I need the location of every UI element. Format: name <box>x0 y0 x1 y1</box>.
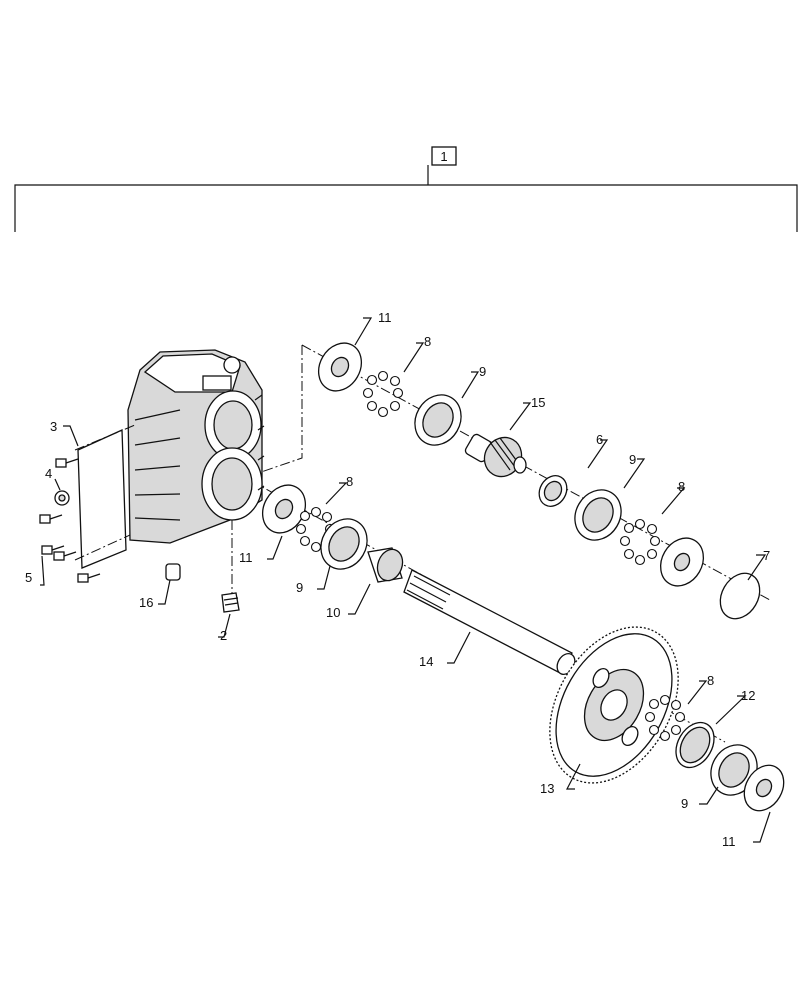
shim-11-upper <box>317 342 363 392</box>
bearing-balls-8-mid <box>619 518 661 566</box>
callout-4: 4 <box>45 466 52 481</box>
pinion-gear-15 <box>464 433 527 478</box>
gearbox-housing <box>127 349 265 544</box>
callout-13: 13 <box>540 781 554 796</box>
bearing-cup-9-upper <box>414 394 462 446</box>
cap-7 <box>719 572 761 620</box>
callout-9-lower: 9 <box>296 580 303 595</box>
callout-14: 14 <box>419 654 433 669</box>
callout-8-bottom: 8 <box>707 673 714 688</box>
shim-11-right <box>659 537 705 587</box>
callout-15: 15 <box>531 395 545 410</box>
ring-12 <box>675 721 715 769</box>
cover-bolts <box>39 458 101 583</box>
shim-11-bottom <box>743 764 785 812</box>
callout-8-upper: 8 <box>424 334 431 349</box>
leader-lines <box>40 317 771 843</box>
callout-2: 2 <box>220 628 227 643</box>
callout-11-lower: 11 <box>239 550 253 565</box>
assembly-bracket: 1 <box>14 146 798 232</box>
bearing-balls-8-bottom <box>644 694 686 742</box>
bearing-balls-8-upper <box>362 370 404 418</box>
gear-13 <box>549 626 679 784</box>
sleeve-10 <box>367 547 404 583</box>
callout-9-bottom: 9 <box>681 796 688 811</box>
bearing-cup-9-mid <box>574 489 622 541</box>
bearing-cup-9-bottom <box>710 744 758 796</box>
callout-labels: 2 3 4 5 6 7 8 8 8 8 9 9 9 9 10 11 11 11 … <box>25 310 770 849</box>
cover-plate <box>74 424 136 569</box>
bushing-6 <box>538 475 568 507</box>
callout-5: 5 <box>25 570 32 585</box>
callout-3: 3 <box>50 419 57 434</box>
drain-plug-2 <box>221 592 240 613</box>
callout-6: 6 <box>596 432 603 447</box>
callout-12: 12 <box>741 688 755 703</box>
callout-11-upper: 11 <box>378 310 392 325</box>
callout-8-mid: 8 <box>678 479 685 494</box>
callout-9-upper: 9 <box>479 364 486 379</box>
washer-4 <box>54 490 70 506</box>
callout-7: 7 <box>763 548 770 563</box>
callout-10: 10 <box>326 605 340 620</box>
callout-8-lower: 8 <box>346 474 353 489</box>
callout-9-mid: 9 <box>629 452 636 467</box>
callout-16: 16 <box>139 595 153 610</box>
callout-11-bottom: 11 <box>722 834 736 849</box>
plug-16 <box>165 563 181 581</box>
bearing-cup-9-lower <box>320 518 368 570</box>
assembly-number-label: 1 <box>440 149 447 164</box>
